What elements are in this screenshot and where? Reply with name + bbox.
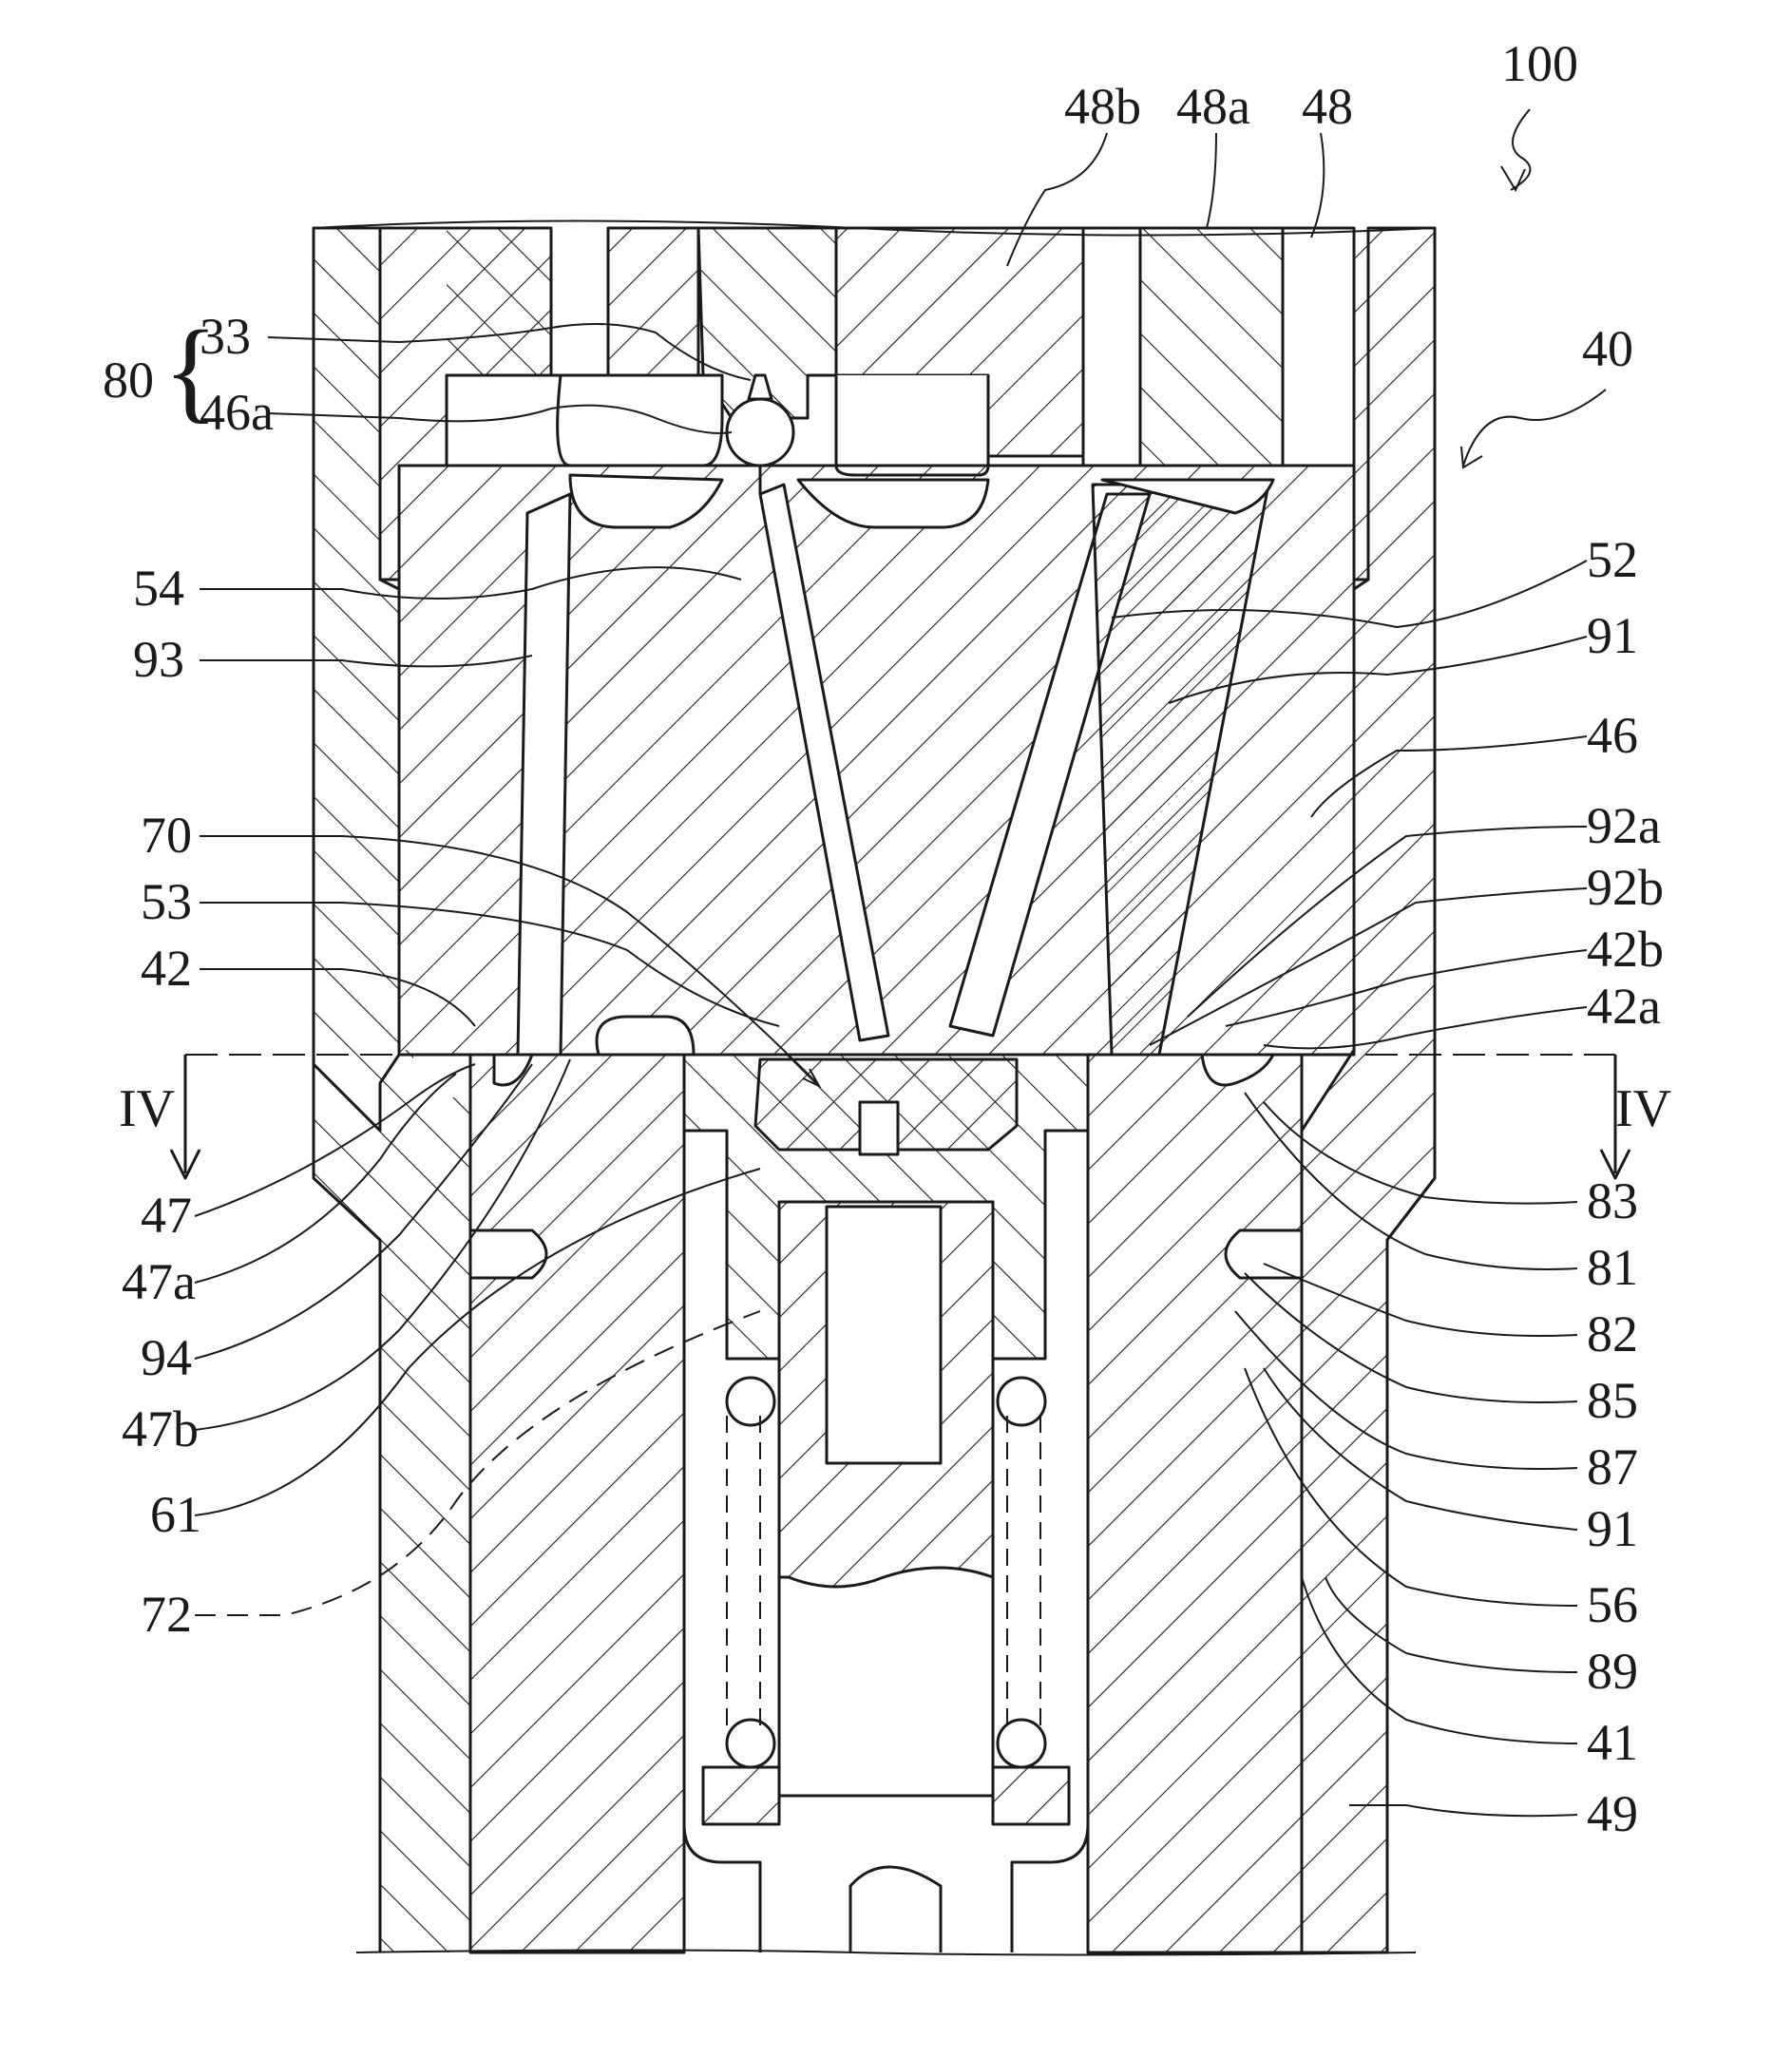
label-42: 42 <box>141 940 192 997</box>
label-91-upper: 91 <box>1587 607 1638 664</box>
section-marker-right: IV <box>1615 1079 1671 1138</box>
label-48a: 48a <box>1176 78 1250 135</box>
label-47b: 47b <box>122 1400 199 1457</box>
label-89: 89 <box>1587 1643 1638 1700</box>
label-83: 83 <box>1587 1172 1638 1229</box>
label-93: 93 <box>133 631 184 688</box>
label-61: 61 <box>150 1486 201 1543</box>
label-33: 33 <box>200 308 251 365</box>
label-47: 47 <box>141 1187 192 1244</box>
label-70: 70 <box>141 807 192 864</box>
section-marker-left: IV <box>119 1079 175 1138</box>
label-42b: 42b <box>1587 921 1664 978</box>
label-42a: 42a <box>1587 978 1661 1035</box>
label-87: 87 <box>1587 1438 1638 1495</box>
label-82: 82 <box>1587 1305 1638 1362</box>
label-80: 80 <box>103 352 154 409</box>
label-92a: 92a <box>1587 797 1661 854</box>
label-53: 53 <box>141 873 192 930</box>
label-81: 81 <box>1587 1239 1638 1296</box>
label-100: 100 <box>1501 35 1578 92</box>
label-48: 48 <box>1302 78 1353 135</box>
drawing-body <box>171 221 1630 1955</box>
label-54: 54 <box>133 560 184 617</box>
label-46a: 46a <box>200 384 274 441</box>
label-40: 40 <box>1582 320 1633 377</box>
label-56: 56 <box>1587 1576 1638 1633</box>
label-48b: 48b <box>1064 78 1141 135</box>
label-94: 94 <box>141 1329 192 1386</box>
label-72: 72 <box>141 1586 192 1643</box>
label-49: 49 <box>1587 1785 1638 1842</box>
label-41: 41 <box>1587 1714 1638 1771</box>
label-92b: 92b <box>1587 859 1664 916</box>
label-46: 46 <box>1587 707 1638 764</box>
label-52: 52 <box>1587 531 1638 588</box>
label-91-lower: 91 <box>1587 1500 1638 1557</box>
label-47a: 47a <box>122 1253 196 1310</box>
control-valve-61 <box>684 1055 1088 1952</box>
valve-body-46 <box>399 466 1354 1055</box>
label-85: 85 <box>1587 1372 1638 1429</box>
